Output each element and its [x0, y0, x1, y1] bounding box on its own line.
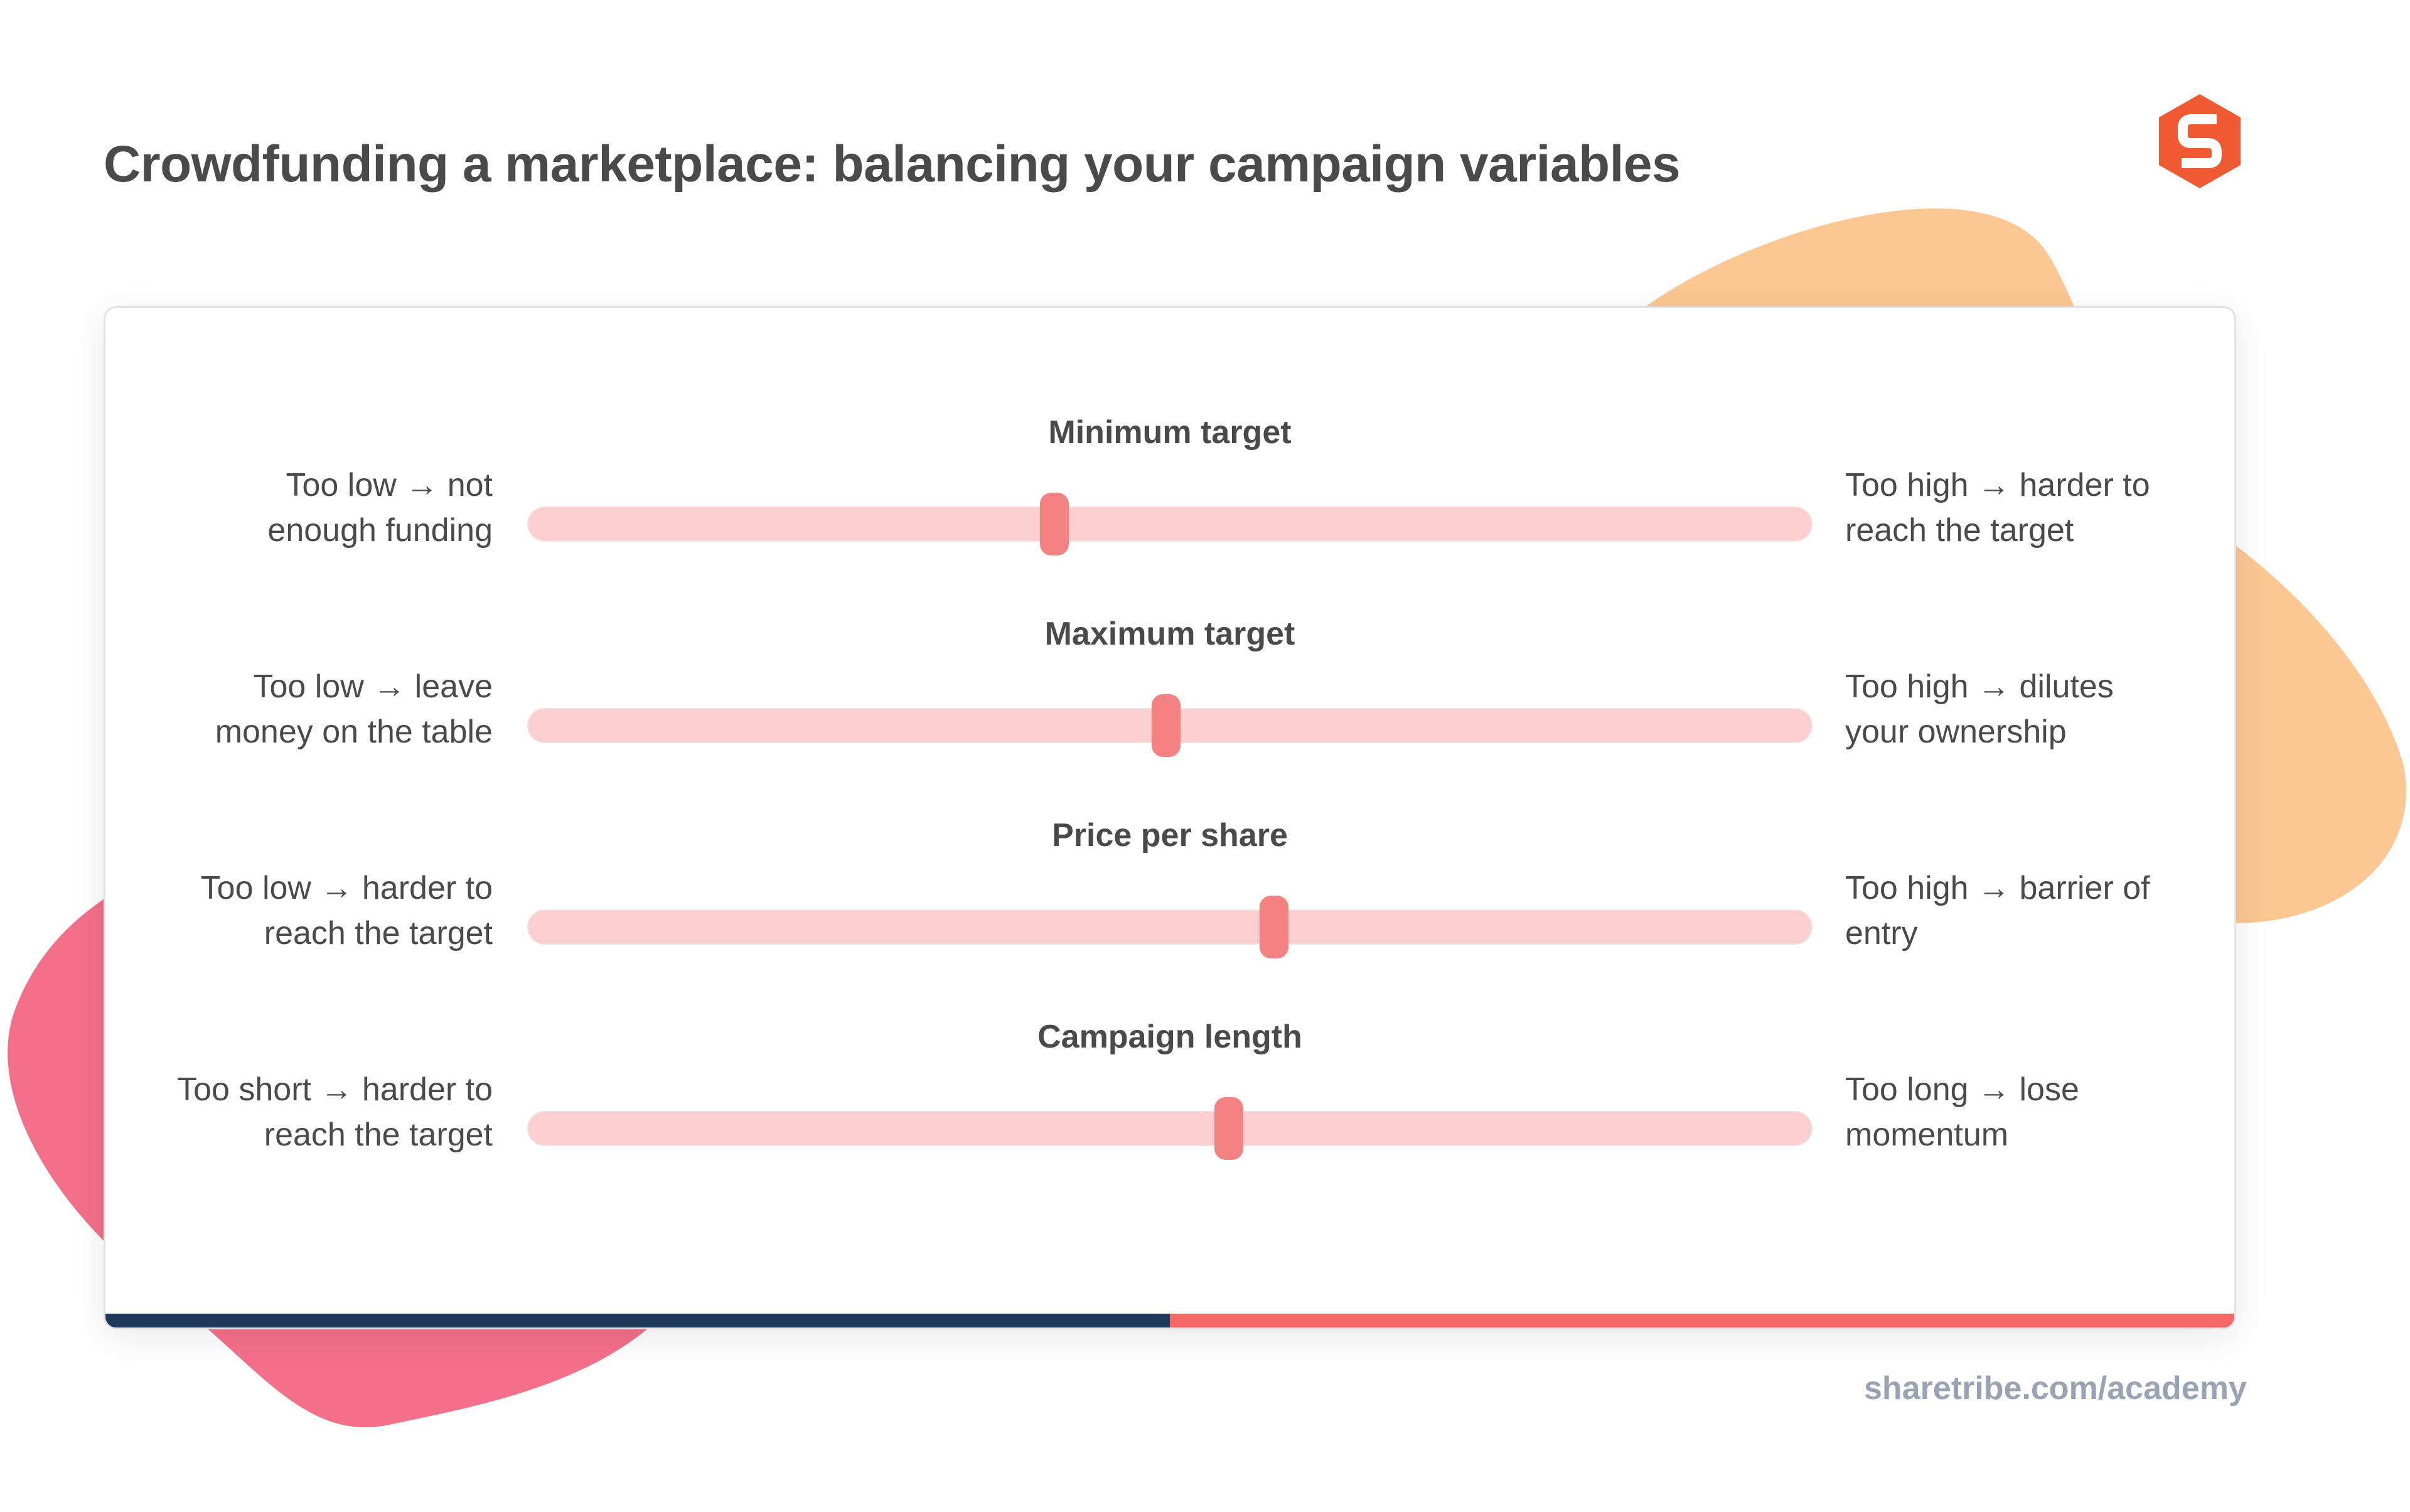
sharetribe-logo-icon [2159, 94, 2241, 188]
high-extreme-label: Too long → lose momentum [1845, 1067, 2222, 1157]
slider-track[interactable] [527, 1097, 1813, 1160]
card-footer-bar [105, 1314, 2234, 1327]
high-label-line: momentum [1845, 1117, 2009, 1153]
high-label-line: Too high → dilutes [1845, 668, 2114, 705]
low-label-line: Too low → leave [253, 668, 493, 705]
low-extreme-label: Too short → harder to reach the target [105, 1067, 493, 1157]
low-extreme-label: Too low → harder to reach the target [105, 866, 493, 956]
low-label-line: money on the table [215, 714, 493, 750]
high-extreme-label: Too high → barrier of entry [1845, 866, 2222, 956]
footer-bar-navy [105, 1314, 1170, 1327]
high-label-line: reach the target [1845, 512, 2074, 549]
low-extreme-label: Too low → not enough funding [105, 463, 493, 553]
slider-track[interactable] [527, 493, 1813, 555]
low-label-line: Too low → harder to [200, 870, 493, 906]
high-label-line: Too high → barrier of [1845, 870, 2150, 906]
slider-track[interactable] [527, 694, 1813, 757]
variable-row: Maximum target Too low → leave money on … [105, 615, 2234, 778]
high-label-line: Too long → lose [1845, 1071, 2079, 1108]
low-extreme-label: Too low → leave money on the table [105, 664, 493, 754]
low-label-line: reach the target [264, 915, 493, 952]
high-extreme-label: Too high → harder to reach the target [1845, 463, 2222, 553]
variable-title: Maximum target [1044, 616, 1295, 652]
variable-row: Campaign length Too short → harder to re… [105, 1018, 2234, 1181]
variable-row: Price per share Too low → harder to reac… [105, 817, 2234, 980]
variable-title: Price per share [1052, 817, 1288, 854]
high-label-line: entry [1845, 915, 1918, 952]
low-label-line: enough funding [267, 512, 493, 549]
low-label-line: reach the target [264, 1117, 493, 1153]
variable-title: Campaign length [1037, 1019, 1302, 1055]
variable-title: Minimum target [1048, 414, 1292, 451]
variable-row: Minimum target Too low → not enough fund… [105, 414, 2234, 577]
high-extreme-label: Too high → dilutes your ownership [1845, 664, 2222, 754]
low-label-line: Too short → harder to [177, 1071, 493, 1108]
high-label-line: your ownership [1845, 714, 2067, 750]
slider-track[interactable] [527, 896, 1813, 958]
low-label-line: Too low → not [286, 467, 493, 503]
footer-bar-coral [1170, 1314, 2234, 1327]
variables-card: Minimum target Too low → not enough fund… [104, 306, 2236, 1329]
slider-thumb[interactable] [1151, 694, 1181, 757]
slider-thumb[interactable] [1040, 493, 1069, 555]
slider-thumb[interactable] [1259, 896, 1288, 958]
page-title: Crowdfunding a marketplace: balancing yo… [104, 136, 1681, 193]
high-label-line: Too high → harder to [1845, 467, 2150, 503]
source-link[interactable]: sharetribe.com/academy [1864, 1370, 2247, 1407]
slider-thumb[interactable] [1214, 1097, 1244, 1160]
